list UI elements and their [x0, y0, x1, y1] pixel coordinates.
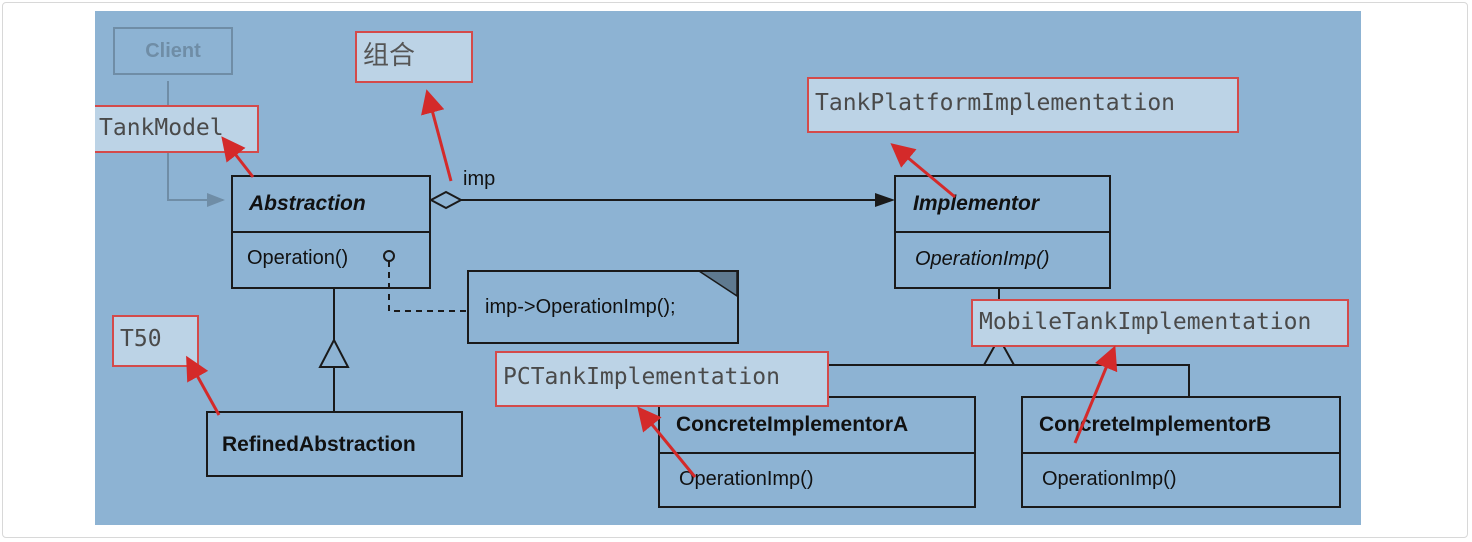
arrow-composition [421, 89, 453, 182]
callout-pc-impl-text: PCTankImplementation [503, 364, 780, 390]
callout-tank-model-text: TankModel [99, 115, 224, 141]
imp-association-label: imp [463, 168, 496, 190]
concrete-b-body: OperationImp() [1023, 454, 1339, 508]
callout-t50-text: T50 [120, 326, 162, 352]
arrow-pc-impl [637, 406, 697, 478]
note-text: imp->OperationImp(); [485, 296, 676, 318]
arrow-t50 [186, 355, 221, 416]
callout-composition-text: 组合 [363, 41, 416, 71]
callout-pc-impl: PCTankImplementation [495, 351, 829, 407]
refined-abstraction-class: RefinedAbstraction [206, 411, 463, 477]
concrete-a-name: ConcreteImplementorA [676, 413, 909, 436]
uml-bridge-diagram: Client Abstraction Operation() imp->Oper… [95, 11, 1361, 525]
client-arrowhead [207, 193, 225, 207]
callout-platform-impl-text: TankPlatformImplementation [815, 90, 1176, 116]
implementor-class: Implementor OperationImp() [894, 175, 1111, 289]
concrete-a-method: OperationImp() [679, 468, 814, 490]
abstraction-method: Operation() [247, 247, 349, 269]
concrete-implementor-b-class: ConcreteImplementorB OperationImp() [1021, 396, 1341, 508]
note-box: imp->OperationImp(); [467, 270, 739, 344]
concrete-a-header: ConcreteImplementorA [660, 398, 974, 454]
arrow-platform-impl [890, 143, 956, 199]
abstraction-header: Abstraction [233, 177, 429, 233]
implementor-method: OperationImp() [915, 248, 1050, 270]
arrow-mobile-impl [1073, 345, 1118, 444]
association-arrowhead [875, 193, 895, 207]
callout-platform-impl: TankPlatformImplementation [807, 77, 1239, 133]
callout-mobile-impl: MobileTankImplementation [971, 299, 1349, 347]
note-dashed-line [388, 261, 467, 312]
implementor-name: Implementor [913, 192, 1040, 215]
client-label: Client [145, 40, 201, 62]
abstraction-class: Abstraction Operation() [231, 175, 431, 289]
aggregation-diamond [428, 190, 464, 210]
abstraction-body: Operation() [233, 233, 429, 289]
client-box: Client [113, 27, 233, 75]
arrow-tank-model [221, 136, 255, 178]
implementor-body: OperationImp() [896, 233, 1109, 289]
callout-t50: T50 [112, 315, 199, 367]
refined-abstraction-name: RefinedAbstraction [222, 433, 416, 456]
concrete-implementor-a-class: ConcreteImplementorA OperationImp() [658, 396, 976, 508]
concrete-a-body: OperationImp() [660, 454, 974, 508]
callout-mobile-impl-text: MobileTankImplementation [979, 309, 1312, 335]
implementor-header: Implementor [896, 177, 1109, 233]
concrete-b-name: ConcreteImplementorB [1039, 413, 1272, 436]
annotation-arrow-layer [186, 89, 1118, 478]
concrete-b-method: OperationImp() [1042, 468, 1177, 490]
abstraction-name: Abstraction [249, 192, 366, 215]
concrete-b-header: ConcreteImplementorB [1023, 398, 1339, 454]
callout-composition: 组合 [355, 31, 473, 83]
